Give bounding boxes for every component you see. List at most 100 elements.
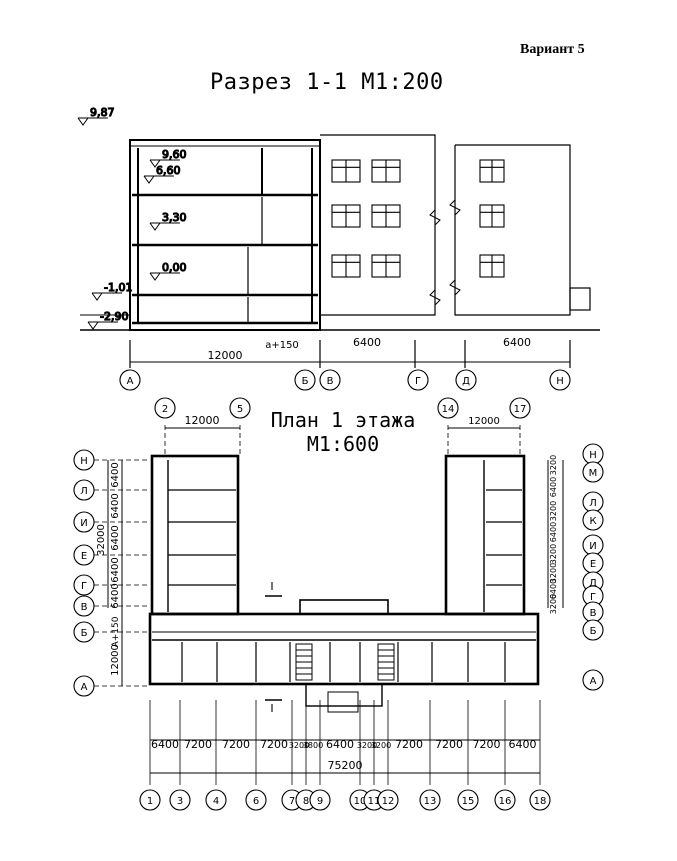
level-value: 0,00 [162,261,187,274]
axis-bubble-circle [245,789,267,811]
plan-bottom-axis-bubble: 13 [419,789,441,811]
plan-right-axis-bubble: К [582,509,604,531]
axis-bubble-label: Г [81,581,87,592]
axis-bubble-label: 18 [534,796,547,807]
plan-right-axis-bubble: Е [582,552,604,574]
plan-left-axis-bubble: А [73,675,95,697]
axis-bubble-label: А [127,376,134,387]
level-mark: 3,30 [149,210,187,231]
facade-windows [331,159,505,278]
plan-left-axis-bubble: Н [73,449,95,471]
plan-main-block [148,612,540,686]
axis-bubble-circle [494,789,516,811]
plan-right-axis-bubble: Л [582,491,604,513]
axis-bubble-circle [294,369,316,391]
bottom-dim-text: 6400 [326,738,354,751]
dim-text: a+150 [265,340,299,351]
axis-bubble-circle [549,369,571,391]
plan-top-axis-bubble: 5 [229,397,251,419]
axis-bubble-circle [582,509,604,531]
level-marks: 9,879,606,603,300,00-1,01-2,90 [77,105,187,330]
axis-bubble-circle [205,789,227,811]
axis-bubble-label: 16 [499,796,512,807]
facade-annex [569,287,591,311]
axis-bubble-label: 12 [382,796,395,807]
dim-text: 6400 [549,579,558,599]
dim-text: 3200 [549,544,558,564]
axis-bubble-label: 1 [147,796,153,807]
plan-bottom-axis-bubble: 16 [494,789,516,811]
dim-text: 6400 [110,493,121,518]
bottom-dim-text: 7200 [260,738,288,751]
axis-bubble-label: 4 [213,796,219,807]
axis-bubble-label: 3 [177,796,183,807]
level-mark: 6,60 [143,163,181,184]
axis-bubble-label: В [81,602,88,613]
plan-bottom-axis-bubble: 15 [457,789,479,811]
level-mark: -2,90 [87,309,129,330]
plan-right-axis-bubble: Н [582,443,604,465]
dim-text: 6400 [549,477,558,497]
facade-block-left [320,134,436,316]
axis-bubble-label: М [589,468,598,479]
axis-bubble-circle [309,789,331,811]
axis-bubble-label: 7 [289,796,295,807]
axis-bubble-label: Д [462,376,470,387]
level-value: 9,60 [162,148,187,161]
axis-bubble-circle [169,789,191,811]
bottom-dim-text: 3200 [371,741,391,750]
axis-bubble-circle [457,789,479,811]
axis-bubble-label: И [80,518,87,529]
bottom-dim-text: 7200 [473,738,501,751]
bottom-dim-text: 7200 [184,738,212,751]
facade-window [371,204,401,228]
axis-bubble-label: Н [556,376,564,387]
axis-bubble-circle [455,369,477,391]
axis-bubble-circle [529,789,551,811]
section-axis-bubble: Б [294,369,316,391]
level-value: 9,87 [90,106,115,119]
axis-bubble-label: 13 [424,796,437,807]
axis-bubble-label: Д [589,578,597,589]
dim-text: 3200 [549,563,558,583]
axis-bubble-circle [437,397,459,419]
axis-bubble-label: Б [590,626,597,637]
facade-window [479,254,505,278]
plan-left-axis-bubble: Б [73,621,95,643]
bottom-dim-text: 3800 [303,741,323,750]
bottom-dim-text: 6400 [509,738,537,751]
axis-bubble-label: 10 [354,796,367,807]
axis-bubble-circle [582,669,604,691]
facade-window [331,254,361,278]
plan-right-axis-bubble: И [582,534,604,556]
bottom-dim-text: 3200 [357,741,377,750]
axis-bubble-circle [582,461,604,483]
dim-text: 6400 [110,462,121,487]
axis-bubble-label: 11 [368,796,381,807]
plan-top-axis-bubble: 14 [437,397,459,419]
plan-left-axis-bubble: И [73,511,95,533]
plan-bottom-axis-bubble: 1 [139,789,161,811]
section-mark: I [270,702,273,715]
main-partitions [181,642,506,682]
axis-bubble-label: В [327,376,334,387]
level-mark: 9,87 [77,105,115,126]
dim-text: А+150 [111,616,121,647]
plan-grid-lines [164,425,521,456]
facade-window [479,204,505,228]
axis-bubble-label: 8 [303,796,309,807]
bottom-dim-text: 7200 [435,738,463,751]
dim-text: 32000 [96,524,107,556]
plan-left-axis-bubble: В [73,595,95,617]
dim-text: 3200 [549,455,558,475]
axis-bubble-label: Б [81,628,88,639]
section-mark: I [270,580,273,593]
stair-right [377,643,395,681]
dim-text: 6400 [110,525,121,550]
axis-bubble-label: А [590,676,597,687]
axis-bubble-circle [407,369,429,391]
bottom-dim-text: 6400 [151,738,179,751]
facade-window [331,159,361,183]
plan-right-wing [444,454,526,616]
